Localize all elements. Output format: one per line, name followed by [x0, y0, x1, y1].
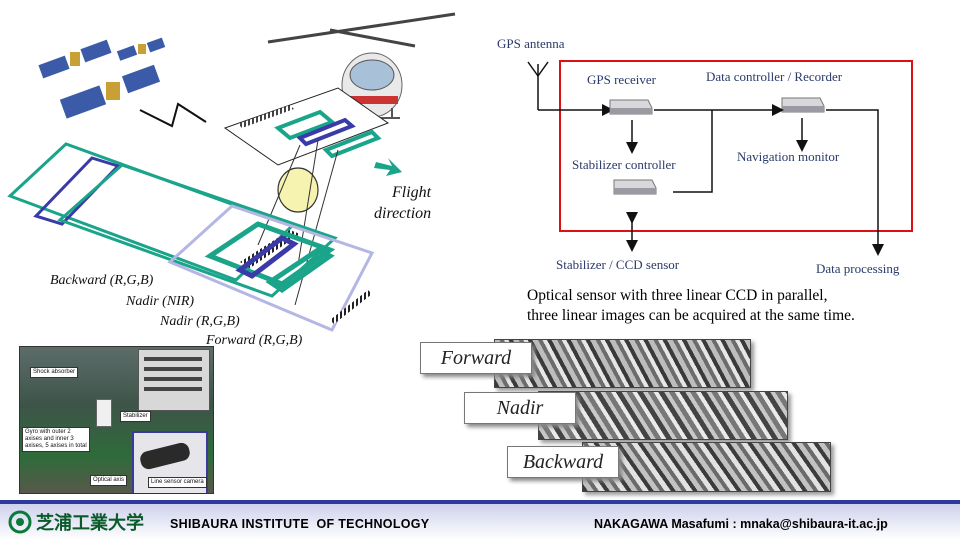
- system-box: [559, 60, 913, 232]
- sensor-photo: Shock absorber Stabilizer Gyro with oute…: [19, 346, 214, 494]
- forward-image-label: Forward: [420, 342, 532, 374]
- label-forward: Forward (R,G,B): [206, 333, 303, 348]
- flight-direction-line2: direction: [374, 205, 432, 222]
- satellite-icon: [38, 39, 112, 79]
- flight-direction-arrow: [374, 158, 402, 176]
- institute-name: SHIBAURA INSTITUTE OF TECHNOLOGY: [170, 517, 430, 531]
- satellite-icon: [59, 64, 161, 119]
- backward-image-strip: [582, 442, 831, 492]
- stabilizer-ccd-label: Stabilizer / CCD sensor: [556, 257, 680, 272]
- data-recorder-device-icon: [781, 97, 825, 113]
- description-line2: three linear images can be acquired at t…: [527, 307, 855, 324]
- nadir-image-label: Nadir: [464, 392, 576, 424]
- gps-receiver-label: GPS receiver: [587, 72, 656, 87]
- gps-receiver-device-icon: [609, 99, 653, 115]
- shock-absorber-label: Shock absorber: [30, 367, 79, 378]
- optical-axis-label: Optical axis: [90, 475, 128, 486]
- satellite-icon: [116, 37, 166, 61]
- navigation-monitor-label: Navigation monitor: [737, 149, 840, 164]
- data-controller-label: Data controller / Recorder: [706, 69, 843, 84]
- label-backward: Backward (R,G,B): [50, 273, 154, 288]
- backward-image-label: Backward: [507, 446, 619, 478]
- stabilizer-photo-label: Stabilizer: [120, 411, 151, 422]
- description-line1: Optical sensor with three linear CCD in …: [527, 287, 828, 304]
- nadir-image-strip: [538, 391, 788, 440]
- gyro-label: Gyro with outer 2 axises and inner 3 axi…: [22, 427, 90, 452]
- system-diagram: [527, 60, 913, 256]
- label-nadir-nir: Nadir (NIR): [126, 294, 195, 309]
- data-processing-label: Data processing: [816, 261, 900, 276]
- flight-direction-line1: Flight: [392, 184, 432, 201]
- signal-zigzag: [139, 102, 207, 128]
- footer-bar: 芝浦工業大学 SHIBAURA INSTITUTE OF TECHNOLOGY …: [0, 500, 960, 540]
- label-nadir-rgb: Nadir (R,G,B): [160, 314, 240, 329]
- institute-logo-icon: [8, 510, 32, 534]
- author-contact: NAKAGAWA Masafumi : mnaka@shibaura-it.ac…: [594, 517, 888, 531]
- institute-logo-text: 芝浦工業大学: [36, 513, 144, 533]
- stabilizer-controller-label: Stabilizer controller: [572, 157, 676, 172]
- gps-antenna-label: GPS antenna: [497, 36, 565, 51]
- antenna-icon: [527, 61, 549, 110]
- acquisition-illustration: [7, 12, 456, 332]
- line-sensor-label: Line sensor camera: [148, 477, 207, 488]
- forward-image-strip: [494, 339, 751, 388]
- stabilizer-controller-device-icon: [613, 179, 657, 195]
